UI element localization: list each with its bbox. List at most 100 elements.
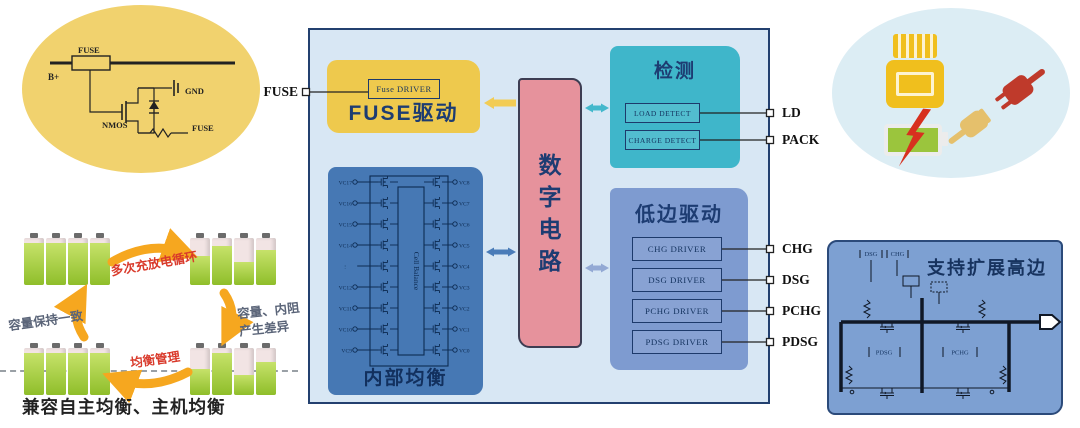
charge-detect-label: CHARGE DETECT xyxy=(628,135,697,145)
battery xyxy=(46,343,66,395)
balance-pin-label: VC7 xyxy=(459,202,470,208)
fuse-pin-label: FUSE xyxy=(263,84,298,99)
battery-group-balanced-bottom xyxy=(24,343,110,395)
dsg-driver-box: DSG DRIVER xyxy=(632,268,722,292)
battery xyxy=(190,343,210,395)
battery xyxy=(68,343,88,395)
load-detect-label: LOAD DETECT xyxy=(634,108,691,118)
digital-char: 数 xyxy=(538,151,562,178)
balance-pin-label: VC3 xyxy=(459,286,470,292)
balance-pin-label: VC1 xyxy=(459,328,470,334)
high-side-extension-block: 支持扩展高边 xyxy=(827,240,1063,415)
dsg-driver-label: DSG DRIVER xyxy=(648,275,706,285)
digital-char: 电 xyxy=(538,215,562,242)
chg-driver-label: CHG DRIVER xyxy=(647,244,707,254)
fuse-driver-block: FUSE驱动 xyxy=(327,60,480,133)
medicine-jar-label xyxy=(896,72,934,96)
balance-right-fets xyxy=(424,176,458,356)
battery xyxy=(234,343,254,395)
yellow-plug-icon xyxy=(948,108,991,144)
medicine-jar-icon xyxy=(893,34,937,58)
balance-compatibility-caption: 兼容自主均衡、主机均衡 xyxy=(22,397,226,417)
battery-group-balanced-top xyxy=(24,233,110,285)
balance-pin-ellipsis: ⋮ xyxy=(342,265,348,271)
dsg-pin-label: DSG xyxy=(782,272,810,287)
battery xyxy=(212,343,232,395)
pdsg-driver-label: PDSG DRIVER xyxy=(645,337,709,347)
fuse-circuit-drawing: FUSE B+ GND NMOS FUSE xyxy=(48,45,235,139)
nmos-label: NMOS xyxy=(102,120,128,130)
pchg-pin-label: PCHG xyxy=(782,303,821,318)
high-side-fet xyxy=(953,387,973,399)
fuse-driver-title: FUSE驱动 xyxy=(348,102,459,125)
gnd-label: GND xyxy=(185,86,204,96)
balance-pin-label: VC12 xyxy=(339,286,353,292)
battery xyxy=(90,343,110,395)
fuse-resistor-label: FUSE xyxy=(78,45,100,55)
chg-pin-label: CHG xyxy=(782,241,813,256)
balance-pin-label: VC11 xyxy=(339,307,352,313)
low-side-drive-title: 低边驱动 xyxy=(635,204,723,226)
balance-pin-label: VC10 xyxy=(339,328,353,334)
load-detect-box: LOAD DETECT xyxy=(625,103,700,123)
balance-pin-label: VC4 xyxy=(459,265,470,271)
pack-divider-dashed-line xyxy=(0,370,298,372)
high-side-circuit: DSG CHG PDSG PCHG xyxy=(839,250,1062,399)
internal-balance-title: 内部均衡 xyxy=(363,368,448,389)
battery-group-diverged-bottom xyxy=(190,343,276,395)
digital-char: 路 xyxy=(538,247,562,274)
fuse-circuit-ellipse xyxy=(22,5,260,173)
balance-pin-label: VC15 xyxy=(339,223,353,229)
detect-title: 检测 xyxy=(653,61,696,82)
balance-pin-label: VC14 xyxy=(339,244,353,250)
ld-pin-label: LD xyxy=(782,105,801,120)
battery xyxy=(256,233,276,285)
battery xyxy=(24,343,44,395)
plug-connectors-icon xyxy=(948,68,1045,144)
cycle-arrow-right xyxy=(219,288,254,347)
balance-pin-label: VC16 xyxy=(339,202,353,208)
digital-circuit-block: 数 字 电 路 xyxy=(518,78,582,348)
pchg-driver-label: PCHG DRIVER xyxy=(645,306,709,316)
fuse-circuit-wires xyxy=(50,55,235,139)
b-plus-label: B+ xyxy=(48,72,59,82)
high-side-title: 支持扩展高边 xyxy=(927,258,1047,278)
balance-pin-label: VC8 xyxy=(459,181,470,187)
charging-battery-terminal xyxy=(942,132,948,146)
battery xyxy=(68,233,88,285)
battery xyxy=(212,233,232,285)
battery xyxy=(234,233,254,285)
battery xyxy=(90,233,110,285)
medicine-jar-body xyxy=(886,60,944,108)
fuse-out-label: FUSE xyxy=(192,123,214,133)
high-side-pdsg-label: PDSG xyxy=(876,350,893,357)
battery xyxy=(256,343,276,395)
high-side-dsg-label: DSG xyxy=(864,251,877,258)
cycle-arrow-bottom xyxy=(102,367,193,404)
cycle-arrows xyxy=(53,228,254,404)
high-side-fet xyxy=(877,387,897,399)
fuse-driver-inner-label: Fuse DRIVER xyxy=(376,84,432,94)
lightning-bolt-icon xyxy=(898,108,932,167)
cycle-arrow-left xyxy=(53,283,89,342)
low-side-drive-block: 低边驱动 xyxy=(610,188,748,370)
pdsg-driver-box: PDSG DRIVER xyxy=(632,330,722,354)
digital-char: 字 xyxy=(538,183,562,210)
balance-pin-label: VC2 xyxy=(459,307,470,313)
fuse-driver-inner-box: Fuse DRIVER xyxy=(368,79,440,99)
balance-pin-label: VC9 xyxy=(341,349,352,355)
detect-block: 检测 xyxy=(610,46,740,168)
balance-pin-label: VC17 xyxy=(339,181,353,187)
battery xyxy=(46,233,66,285)
high-side-chg-label: CHG xyxy=(891,251,905,258)
balance-left-fets xyxy=(352,176,398,356)
chg-driver-box: CHG DRIVER xyxy=(632,237,722,261)
cell-balance-core-label: Cell Balance xyxy=(412,252,421,291)
pack-pin-label: PACK xyxy=(782,132,820,147)
battery xyxy=(24,233,44,285)
high-side-pchg-label: PCHG xyxy=(951,350,969,357)
pchg-driver-box: PCHG DRIVER xyxy=(632,299,722,323)
pdsg-pin-label: PDSG xyxy=(782,334,819,349)
balance-pin-label: VC5 xyxy=(459,244,470,250)
